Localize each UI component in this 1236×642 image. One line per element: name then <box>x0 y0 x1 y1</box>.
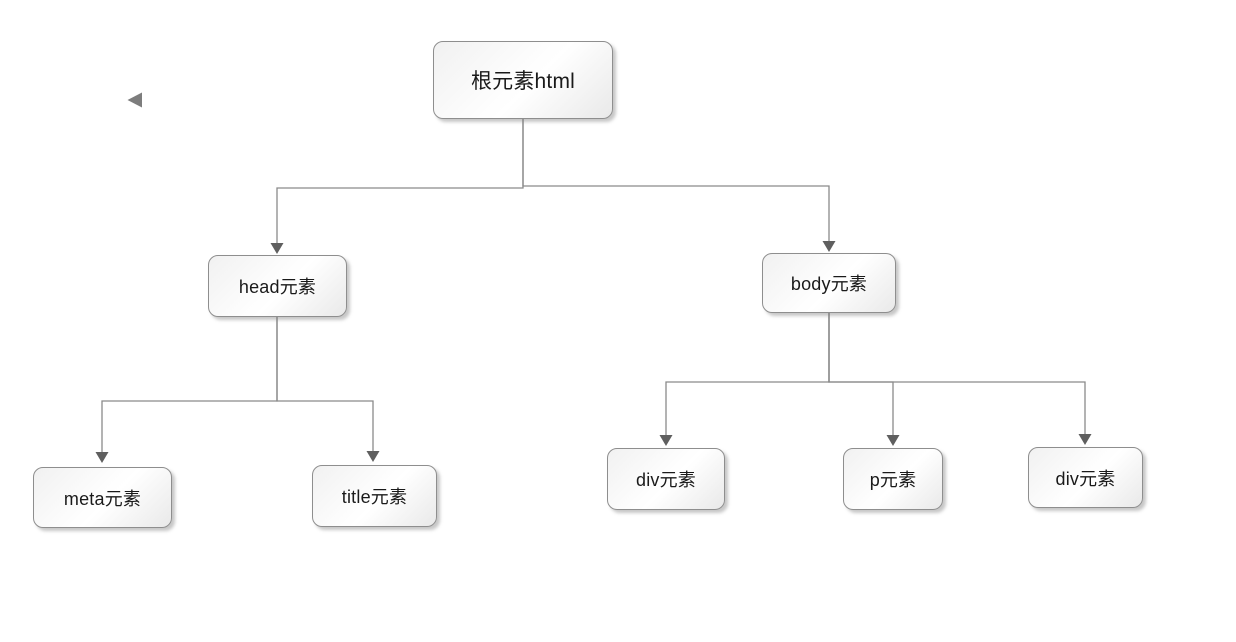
connector-head-meta <box>101 317 278 453</box>
node-root-html: 根元素html <box>433 41 613 119</box>
connector-head-title <box>276 317 374 452</box>
arrowhead-icon <box>270 243 284 254</box>
node-p: p元素 <box>843 448 943 510</box>
node-title: title元素 <box>312 465 437 527</box>
connector-body-div1 <box>665 313 830 436</box>
arrowhead-icon <box>822 241 836 252</box>
node-div-1: div元素 <box>607 448 725 510</box>
arrowhead-icon <box>886 435 900 446</box>
node-body: body元素 <box>762 253 896 313</box>
connector-root-head <box>276 119 524 244</box>
arrowhead-icon <box>1078 434 1092 445</box>
arrowhead-icon <box>95 452 109 463</box>
arrowhead-icon <box>366 451 380 462</box>
node-head: head元素 <box>208 255 347 317</box>
arrowhead-icon <box>659 435 673 446</box>
connector-root-body <box>522 119 830 242</box>
left-triangle-icon[interactable] <box>127 92 142 108</box>
connector-body-p <box>828 313 894 436</box>
node-meta: meta元素 <box>33 467 172 528</box>
node-div-2: div元素 <box>1028 447 1143 508</box>
connector-body-div2 <box>828 313 1086 435</box>
